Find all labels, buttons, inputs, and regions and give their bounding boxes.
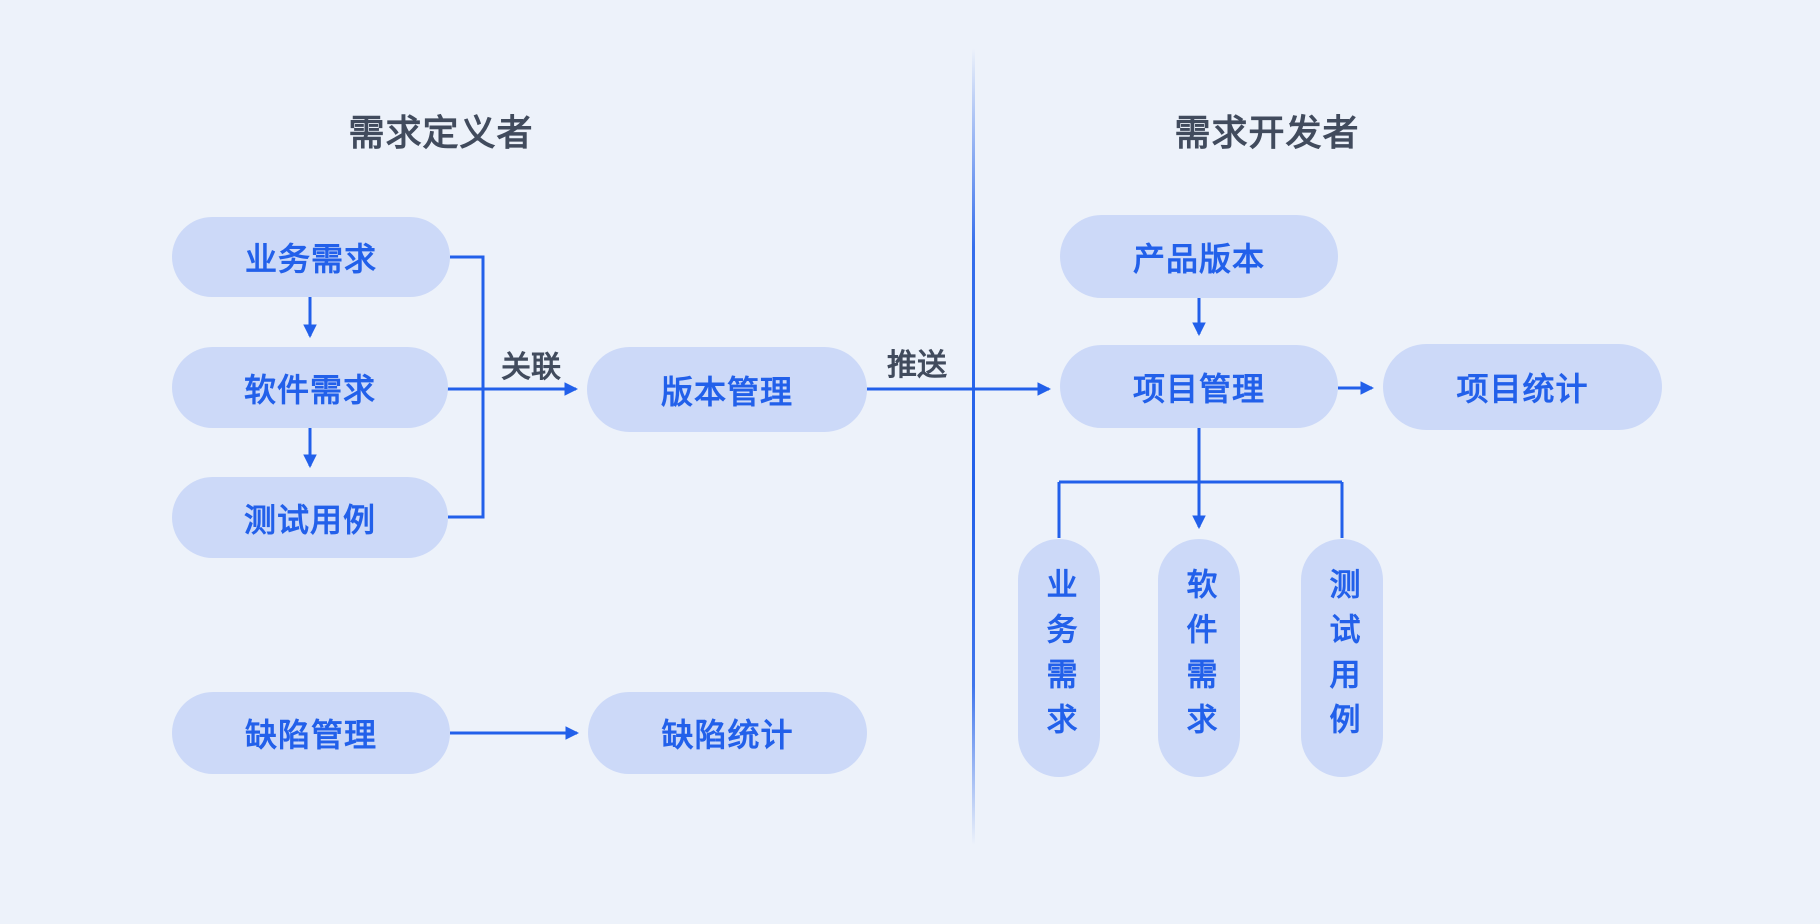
node-defect-statistics: 缺陷统计 <box>588 692 867 774</box>
node-defect-management: 缺陷管理 <box>172 692 450 774</box>
edge-label-push: 推送 <box>887 349 947 382</box>
node-business-requirements-vertical: 业务需求 <box>1018 539 1100 777</box>
left-section-heading: 需求定义者 <box>348 112 534 153</box>
node-business-requirements: 业务需求 <box>172 217 450 297</box>
node-software-requirements-vertical: 软件需求 <box>1158 539 1240 777</box>
section-divider <box>972 48 975 845</box>
node-project-statistics: 项目统计 <box>1383 344 1662 430</box>
edge-project-fanout-bracket <box>1057 428 1344 538</box>
node-software-requirements: 软件需求 <box>172 347 448 428</box>
edge-label-associate: 关联 <box>501 351 561 384</box>
node-test-cases: 测试用例 <box>172 477 448 558</box>
node-product-version: 产品版本 <box>1060 215 1338 298</box>
node-project-management: 项目管理 <box>1060 345 1338 428</box>
right-section-heading: 需求开发者 <box>1174 112 1360 153</box>
edge-associate-bracket <box>448 255 485 519</box>
node-version-management: 版本管理 <box>587 347 867 432</box>
node-test-cases-vertical: 测试用例 <box>1301 539 1383 777</box>
